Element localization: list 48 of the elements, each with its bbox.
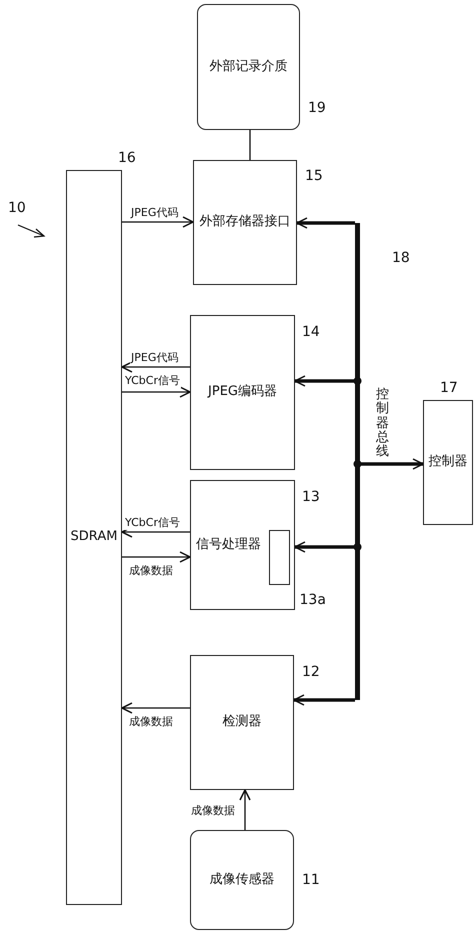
arrow: [121, 361, 190, 373]
arrow: [294, 375, 355, 387]
reference-numeral: 19: [308, 100, 326, 116]
arrow: [294, 541, 355, 553]
block-label: 外部存储器接口: [198, 213, 292, 232]
arrow: [122, 216, 194, 228]
edge-label: JPEG代码: [130, 350, 180, 365]
arrow: [296, 217, 355, 229]
arrow: [122, 551, 191, 563]
arrow: [293, 694, 355, 706]
reference-numeral: 17: [440, 380, 458, 396]
edge-label: YCbCr信号: [124, 515, 181, 530]
reference-numeral: 13: [302, 489, 320, 505]
arrow: [360, 458, 424, 470]
block-label: 成像传感器: [208, 870, 276, 889]
rounded-block: [197, 4, 300, 130]
edge-label: 成像数据: [128, 563, 174, 578]
block-box: [190, 655, 294, 790]
block-label: 信号处理器: [195, 536, 262, 554]
edge-label: 成像数据: [128, 714, 174, 729]
block-label: 检测器: [222, 713, 262, 732]
connector-line: [249, 130, 251, 160]
sub-block-box: [268, 530, 290, 584]
reference-numeral: 16: [118, 150, 136, 166]
block-label: SDRAM: [70, 528, 118, 546]
block-box: [423, 400, 473, 525]
reference-numeral: 15: [305, 168, 323, 184]
edge-label: 成像数据: [190, 803, 236, 818]
bus-label: 控制器总线: [376, 388, 389, 460]
block-label: JPEG编码器: [207, 383, 278, 402]
rounded-block: [190, 830, 294, 930]
block-box: [193, 160, 297, 285]
arrow: [122, 386, 191, 398]
reference-numeral: 13a: [300, 592, 326, 608]
block-label: 外部记录介质: [208, 58, 288, 76]
block-label: 控制器: [428, 453, 468, 472]
edge-label: JPEG代码: [130, 205, 180, 220]
block-box: [66, 170, 122, 905]
block-box: [190, 315, 295, 470]
reference-numeral: 18: [392, 250, 410, 266]
reference-numeral: 12: [302, 664, 320, 680]
reference-numeral: 11: [302, 872, 320, 888]
arrow: [121, 702, 190, 714]
reference-numeral: 14: [302, 324, 320, 340]
arrow: [239, 789, 251, 830]
bus-bar: [355, 223, 360, 700]
reference-numeral: 10: [8, 200, 26, 216]
edge-label: YCbCr信号: [124, 373, 181, 388]
